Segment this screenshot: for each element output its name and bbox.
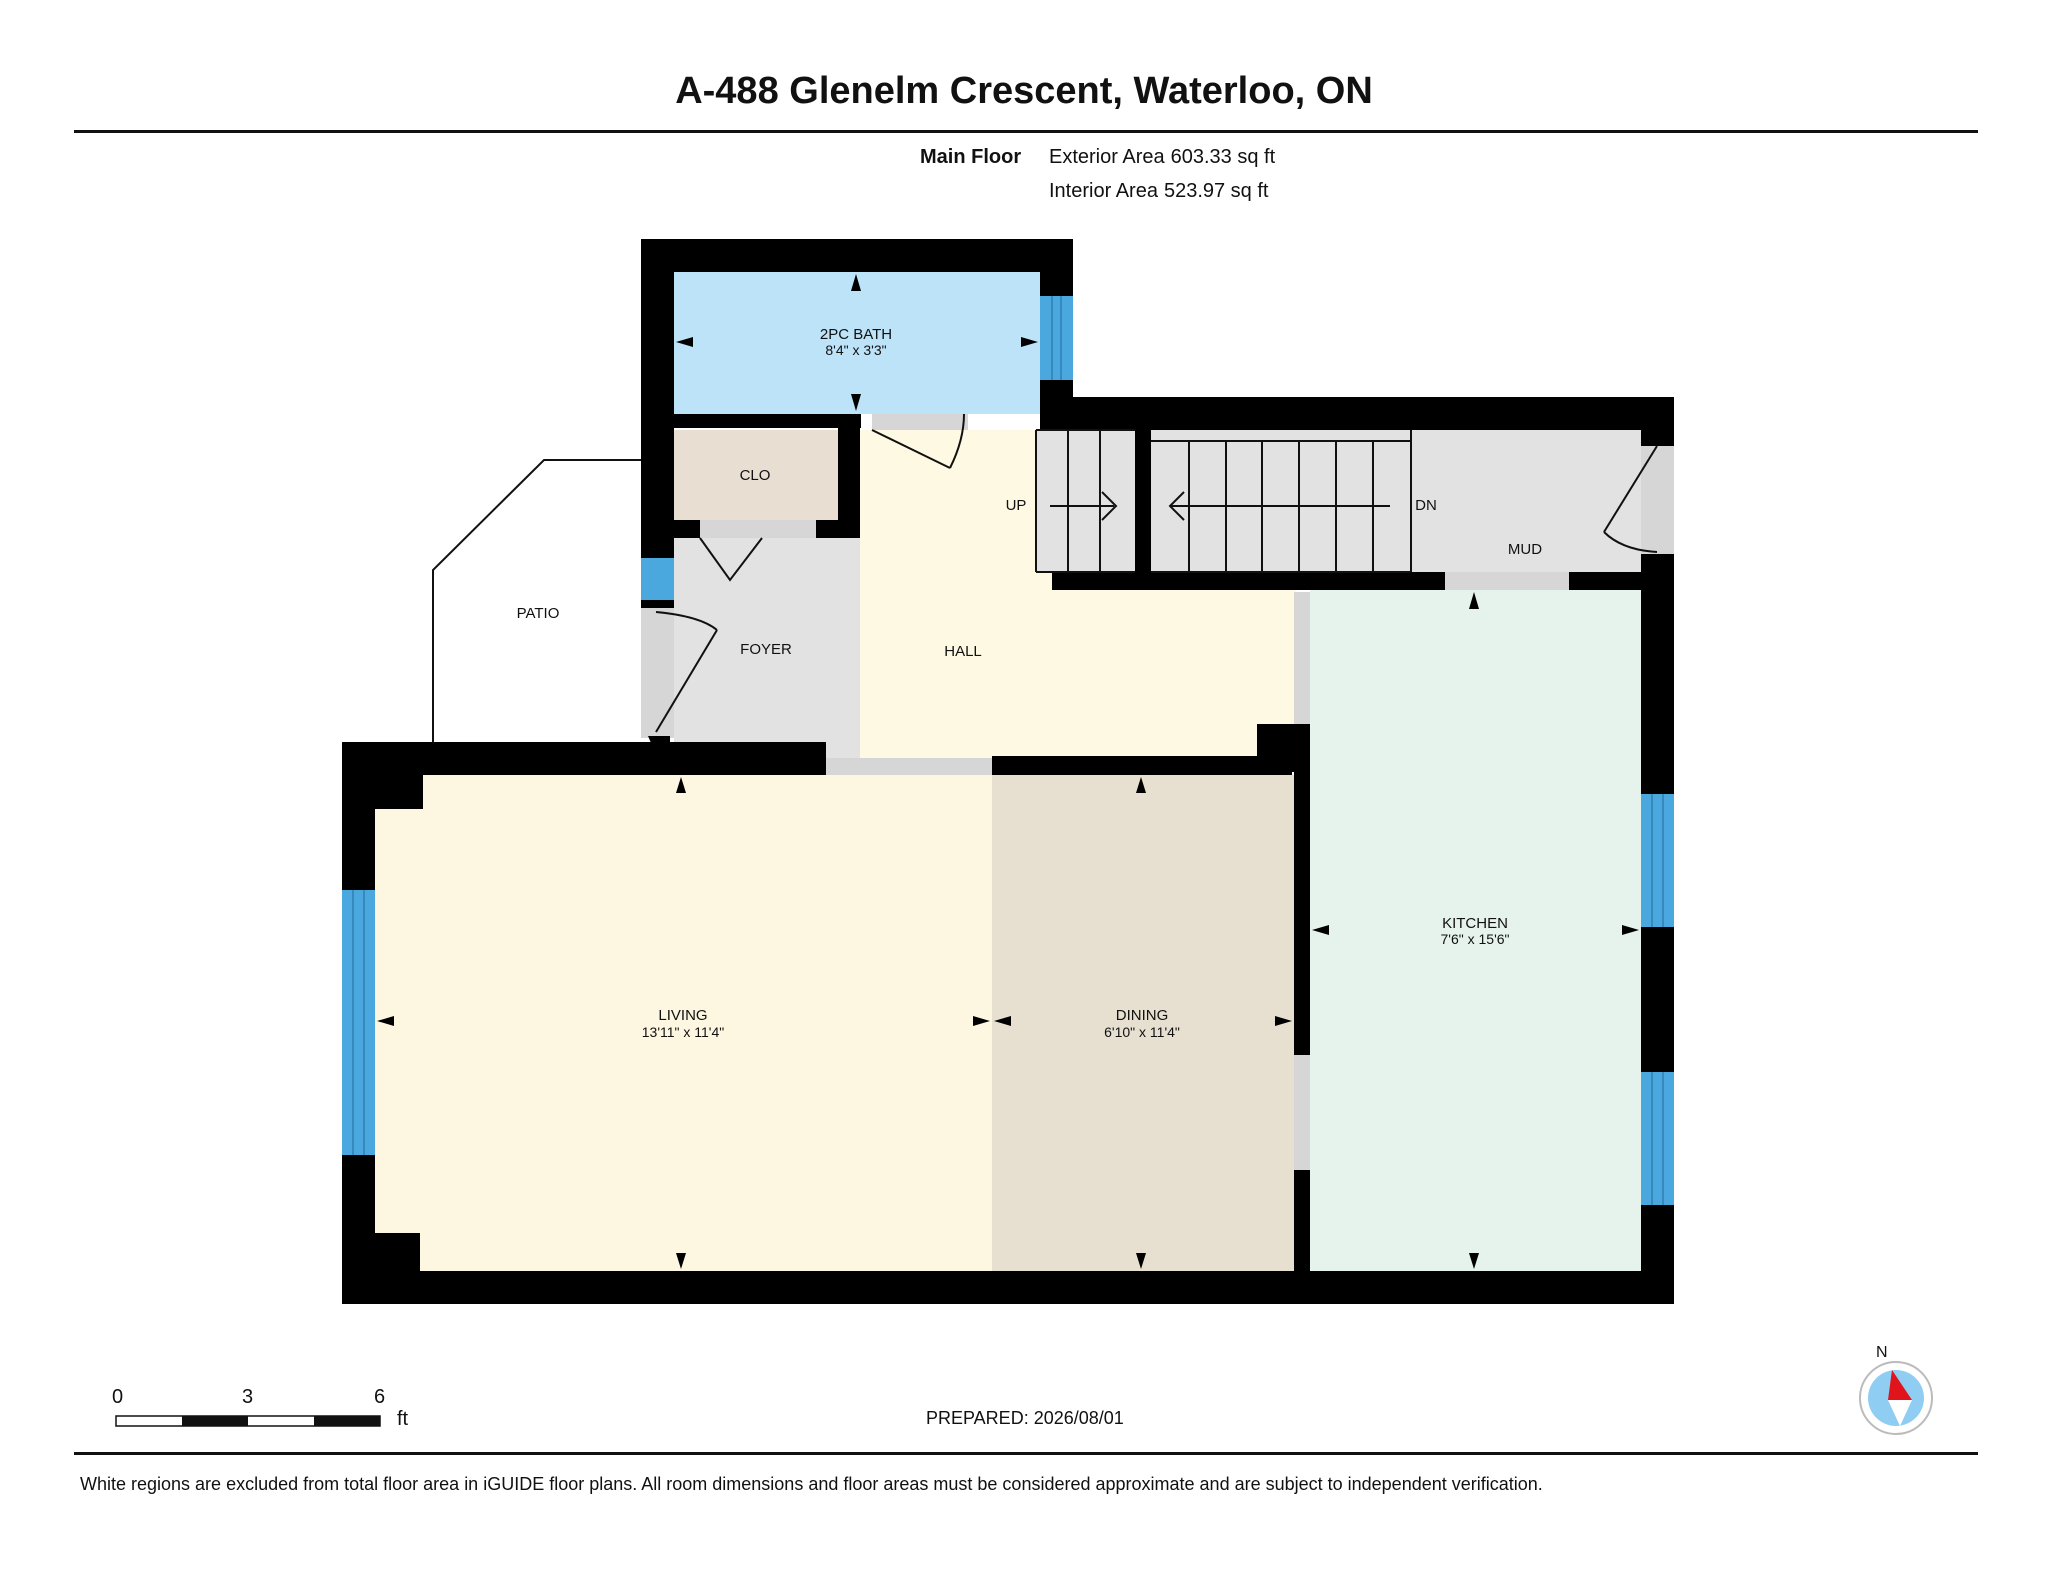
stairs-up-label: UP [1006,497,1027,514]
wall-bath-bottom [641,414,861,428]
room-mud-name: MUD [1508,541,1542,558]
wall-kitchen-corner [1257,724,1294,772]
disclaimer: White regions are excluded from total fl… [80,1474,1543,1494]
room-dining [992,775,1294,1271]
scale-bar [115,1415,381,1427]
room-living-name: LIVING [658,1007,707,1024]
windows [342,296,1674,1205]
scale-tick-6: 6 [374,1386,386,1408]
stairs-up [1035,429,1135,573]
compass-icon [1859,1361,1933,1435]
room-living-dims: 13'11" x 11'4" [642,1024,725,1040]
window-living [342,890,375,1155]
wall-bath-top [641,239,1073,272]
door-mud-leaf [1603,445,1658,533]
wall-living-corner-tl [375,775,423,809]
window-bath [1040,296,1073,380]
room-bath-dims: 8'4" x 3'3" [825,342,886,358]
opening-kitchen-upper [1294,592,1310,724]
door-bath-leaf [871,429,951,469]
room-kitchen-dims: 7'6" x 15'6" [1441,931,1510,947]
footer-rule [74,1452,1978,1455]
dimension-arrows [377,274,1639,1269]
scale-tick-0: 0 [112,1386,124,1408]
room-living [375,775,992,1271]
floor-label: Main Floor [920,146,1022,168]
stairs-down [1151,430,1412,573]
room-foyer-name: FOYER [740,641,792,658]
door-front-jamb [648,736,670,764]
wall-living-corner-bl [375,1233,420,1271]
stairs-down-label: DN [1415,497,1437,514]
door-clo-leaf [699,537,763,582]
page-title: A-488 Glenelm Crescent, Waterloo, ON [675,70,1373,112]
doors [655,413,1658,733]
wall-clo-right [838,414,860,538]
opening-foyer-living [826,758,992,775]
window-kitchen-upper [1641,794,1674,927]
wall-dining-top [992,756,1292,775]
room-patio-name: PATIO [517,605,560,622]
opening-mud-kitchen [1445,572,1569,590]
header-rule [74,130,1978,133]
exterior-area-label: Exterior Area [1049,146,1165,168]
room-dining-dims: 6'10" x 11'4" [1104,1024,1180,1040]
wall-stairs-mid [1135,430,1151,572]
wall-top-right [1040,397,1674,430]
scale-tick-3: 3 [242,1386,254,1408]
room-bath [674,272,1040,414]
wall-foyer-bottom [674,742,826,775]
window-kitchen-lower [1641,1072,1674,1205]
room-hall-name: HALL [944,643,982,660]
opening-clo-door [700,520,816,538]
door-front-swing [655,611,718,631]
room-dining-name: DINING [1116,1007,1169,1024]
room-clo-name: CLO [740,467,771,484]
opening-bath-door [872,414,968,430]
room-kitchen [1310,590,1641,1271]
compass-north-label: N [1876,1344,1888,1361]
wall-living-top [342,742,674,775]
door-bath-swing [949,413,965,469]
room-clo [674,430,838,520]
scale-unit: ft [397,1408,409,1430]
door-front-leaf [655,629,718,733]
interior-area-label: Interior Area [1049,180,1158,202]
window-foyer [641,558,674,600]
interior-area-value: 523.97 sq ft [1163,180,1269,202]
wall-kitchen-left-low [1294,1170,1310,1271]
exterior-area-value: 603.33 sq ft [1170,146,1276,168]
room-bath-name: 2PC BATH [820,326,892,343]
patio-outline [432,459,641,742]
prepared-date: PREPARED: 2026/08/01 [926,1408,1124,1428]
room-foyer [674,538,860,758]
wall-bottom [342,1271,1674,1304]
room-kitchen-name: KITCHEN [1442,915,1508,932]
door-mud-swing [1603,531,1658,553]
opening-kitchen-lower [1294,1055,1310,1170]
opening-front-door [641,608,674,738]
